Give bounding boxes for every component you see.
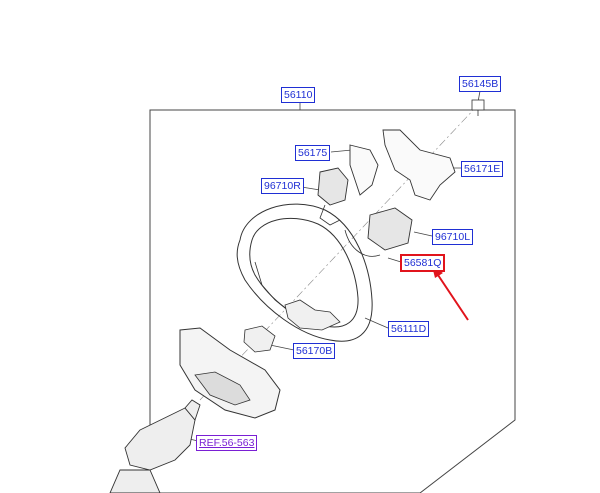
part-96710r-label[interactable]: 96710R [261,178,304,194]
reference-link[interactable]: REF.56-563 [196,435,258,451]
part-56145b-label[interactable]: 56145B [459,76,502,92]
part-56175-label[interactable]: 56175 [295,145,331,161]
hub-part [243,299,341,353]
part-96710l-label[interactable]: 96710L [432,229,474,245]
red-pointer-arrow-icon [432,266,469,321]
assembly-frame [149,109,516,493]
lower-cover-part [179,327,281,419]
steering-column-part [109,399,201,493]
switch-bracket-part [382,129,456,201]
part-56111d-label[interactable]: 56111D [388,321,430,337]
part-56171e-label[interactable]: 56171E [461,161,504,177]
cover-part [349,144,379,196]
switch-left-part [344,207,413,257]
part-56581q-label[interactable]: 56581Q [400,254,446,272]
bolt-part [471,99,485,116]
axis-centerline [199,104,479,401]
switch-right-part [317,167,349,226]
part-56170b-label[interactable]: 56170B [293,343,336,359]
lower-cover-inner [194,371,251,406]
part-56110-label[interactable]: 56110 [281,87,316,103]
